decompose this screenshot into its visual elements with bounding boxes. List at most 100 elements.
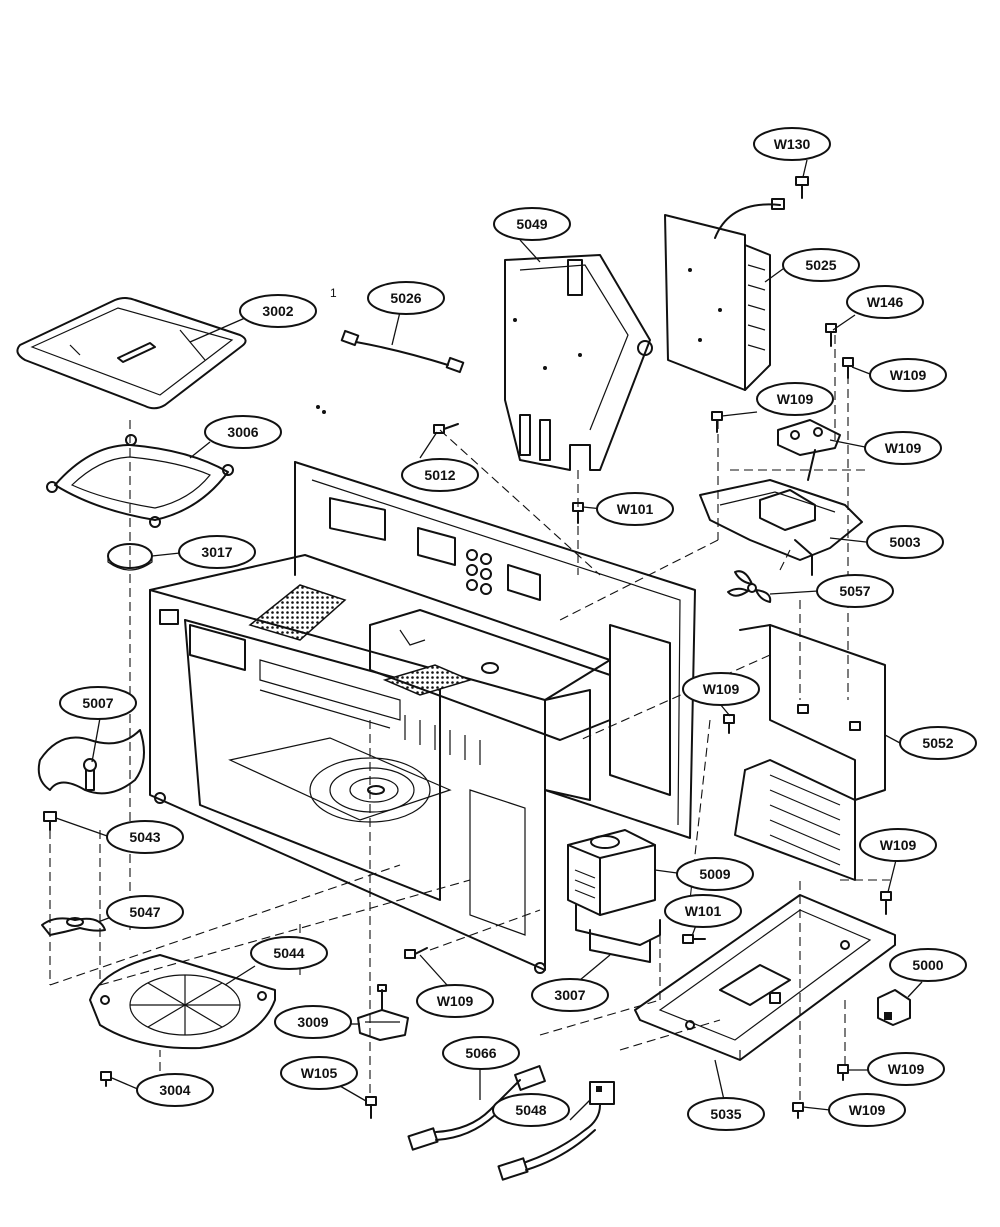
screw-3004 xyxy=(100,1071,112,1087)
callout-w109-b: W109 xyxy=(756,382,834,416)
svg-text:W130: W130 xyxy=(774,136,811,152)
screw-w109-h xyxy=(792,1102,804,1119)
part-5000 xyxy=(877,989,911,1026)
callout-w109-f: W109 xyxy=(416,984,494,1018)
svg-text:W109: W109 xyxy=(703,681,740,697)
callout-3002: 3002 xyxy=(239,294,317,328)
svg-text:3006: 3006 xyxy=(227,424,258,440)
svg-text:W109: W109 xyxy=(885,440,922,456)
svg-text:W146: W146 xyxy=(867,294,904,310)
callout-w109-a: W109 xyxy=(869,358,947,392)
wire-harness-5026 xyxy=(316,329,465,414)
stray-mark: 1 xyxy=(330,286,337,300)
callout-3009: 3009 xyxy=(274,1005,352,1039)
screws xyxy=(43,176,892,1119)
screw-w109-c xyxy=(433,423,459,434)
svg-text:5047: 5047 xyxy=(129,904,160,920)
callout-5003: 5003 xyxy=(866,525,944,559)
svg-text:5026: 5026 xyxy=(390,290,421,306)
svg-text:W101: W101 xyxy=(685,903,722,919)
screw-5043 xyxy=(43,811,57,831)
screw-w109-e xyxy=(880,891,892,915)
callout-w109-d: W109 xyxy=(682,672,760,706)
svg-text:W109: W109 xyxy=(890,367,927,383)
screw-w109-a xyxy=(842,357,854,379)
callout-5044: 5044 xyxy=(250,936,328,970)
callout-5007: 5007 xyxy=(59,686,137,720)
callout-5057: 5057 xyxy=(816,574,894,608)
callout-w105: W105 xyxy=(280,1056,358,1090)
wire-harness-5066 xyxy=(407,1065,546,1151)
screw-w101-b xyxy=(682,934,706,944)
callout-5025: 5025 xyxy=(782,248,860,282)
svg-text:W105: W105 xyxy=(301,1065,338,1081)
screw-w105 xyxy=(365,1096,377,1119)
magnetron xyxy=(567,829,661,963)
svg-text:5057: 5057 xyxy=(839,583,870,599)
svg-text:W109: W109 xyxy=(777,391,814,407)
glass-tray xyxy=(16,297,247,410)
screw-w130 xyxy=(795,176,809,199)
control-bracket xyxy=(504,254,653,471)
callout-5047: 5047 xyxy=(106,895,184,929)
callout-5043: 5043 xyxy=(106,820,184,854)
callout-5012: W109 xyxy=(864,431,942,465)
assembly-guide-lines xyxy=(49,335,890,1100)
callout-5035: 5035 xyxy=(687,1097,765,1131)
control-board xyxy=(664,198,785,391)
wire-harness-5048 xyxy=(497,1081,615,1181)
callout-w109-e: W109 xyxy=(859,828,937,862)
svg-text:3009: 3009 xyxy=(297,1014,328,1030)
callout-5009: 5009 xyxy=(676,857,754,891)
svg-text:5052: 5052 xyxy=(922,735,953,751)
screw-w109-g xyxy=(837,1064,849,1081)
callout-5049: 5049 xyxy=(493,207,571,241)
callout-3017: 3017 xyxy=(178,535,256,569)
svg-text:W109: W109 xyxy=(849,1102,886,1118)
roller-ring xyxy=(46,434,234,528)
oven-cavity xyxy=(149,461,696,974)
callout-5052: 5052 xyxy=(899,726,977,760)
svg-text:5025: 5025 xyxy=(805,257,836,273)
svg-text:5049: 5049 xyxy=(516,216,547,232)
screw-w109-b xyxy=(711,411,723,433)
fan-part-5047 xyxy=(41,917,106,936)
callout-w109-g: W109 xyxy=(867,1052,945,1086)
callout-w109-c: 5012 xyxy=(401,458,479,492)
svg-text:5066: 5066 xyxy=(465,1045,496,1061)
turntable-motor xyxy=(357,984,409,1041)
callout-5066: 5066 xyxy=(442,1036,520,1070)
callout-5048: 5048 xyxy=(492,1093,570,1127)
fan-blade-5007 xyxy=(37,729,145,795)
svg-text:5044: 5044 xyxy=(273,945,304,961)
base-plate xyxy=(634,894,896,1061)
screw-w109-f xyxy=(404,947,428,959)
fan-blade xyxy=(727,570,772,603)
svg-text:5048: 5048 xyxy=(515,1102,546,1118)
callouts: W130 5049 5025 W146 3002 5026 W109 W109 … xyxy=(59,127,977,1131)
svg-text:W109: W109 xyxy=(437,993,474,1009)
svg-text:5003: 5003 xyxy=(889,534,920,550)
callout-w101-a: W101 xyxy=(596,492,674,526)
callout-w101-b: W101 xyxy=(664,894,742,928)
callout-w146: W146 xyxy=(846,285,924,319)
screw-w109-d xyxy=(723,714,735,734)
fan-cover xyxy=(89,954,276,1050)
exhaust-duct xyxy=(734,624,886,881)
callout-3006: 3006 xyxy=(204,415,282,449)
callout-3004: 3004 xyxy=(136,1073,214,1107)
svg-text:W101: W101 xyxy=(617,501,654,517)
svg-text:3007: 3007 xyxy=(554,987,585,1003)
svg-text:3002: 3002 xyxy=(262,303,293,319)
callout-5026: 5026 xyxy=(367,281,445,315)
thermal-part-5012 xyxy=(777,419,841,481)
svg-text:5012: 5012 xyxy=(424,467,455,483)
callout-w130: W130 xyxy=(753,127,831,161)
svg-text:W109: W109 xyxy=(880,837,917,853)
svg-text:5000: 5000 xyxy=(912,957,943,973)
callout-5000: 5000 xyxy=(889,948,967,982)
svg-text:3017: 3017 xyxy=(201,544,232,560)
callout-w109-h: W109 xyxy=(828,1093,906,1127)
svg-text:W109: W109 xyxy=(888,1061,925,1077)
